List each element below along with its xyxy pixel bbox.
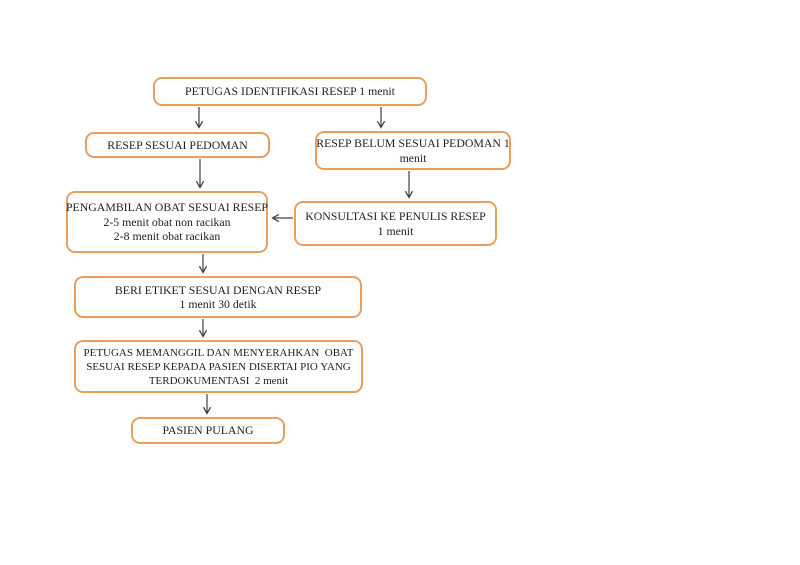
flow-box-label: 1 menit 30 detik bbox=[179, 297, 257, 311]
flow-box-resep-sesuai-pedoman: RESEP SESUAI PEDOMAN bbox=[85, 132, 270, 158]
flow-box-label: PENGAMBILAN OBAT SESUAI RESEP bbox=[66, 200, 268, 215]
flow-box-beri-etiket: BERI ETIKET SESUAI DENGAN RESEP 1 menit … bbox=[74, 276, 362, 318]
flow-box-label: 1 menit bbox=[377, 223, 414, 238]
flow-box-label: 2-8 menit obat racikan bbox=[113, 229, 221, 244]
flow-box-label: SESUAI RESEP KEPADA PASIEN DISERTAI PIO … bbox=[86, 360, 351, 373]
flow-box-label: TERDOKUMENTASI 2 menit bbox=[148, 374, 289, 387]
flow-box-konsultasi-penulis-resep: KONSULTASI KE PENULIS RESEP 1 menit bbox=[294, 201, 497, 246]
flow-box-label: PETUGAS MEMANGGIL DAN MENYERAHKAN OBAT bbox=[83, 346, 354, 359]
flow-box-resep-belum-sesuai-pedoman: RESEP BELUM SESUAI PEDOMAN 1 menit bbox=[315, 131, 511, 170]
flow-box-label: 2-5 menit obat non racikan bbox=[103, 214, 231, 229]
flow-box-pasien-pulang: PASIEN PULANG bbox=[131, 417, 285, 444]
flow-box-label: PETUGAS IDENTIFIKASI RESEP 1 menit bbox=[185, 84, 395, 99]
flow-box-label: PASIEN PULANG bbox=[162, 423, 254, 438]
flow-box-label: RESEP SESUAI PEDOMAN bbox=[107, 137, 248, 152]
flow-box-label: menit bbox=[399, 150, 427, 165]
flow-box-label: RESEP BELUM SESUAI PEDOMAN 1 bbox=[316, 136, 510, 150]
flow-box-penyerahan-obat-pio: PETUGAS MEMANGGIL DAN MENYERAHKAN OBAT S… bbox=[74, 340, 363, 393]
flow-box-label: BERI ETIKET SESUAI DENGAN RESEP bbox=[114, 282, 322, 297]
flow-box-pengambilan-obat: PENGAMBILAN OBAT SESUAI RESEP 2-5 menit … bbox=[66, 191, 268, 253]
flow-box-petugas-identifikasi-resep: PETUGAS IDENTIFIKASI RESEP 1 menit bbox=[153, 77, 427, 106]
flow-box-label: KONSULTASI KE PENULIS RESEP bbox=[305, 209, 486, 223]
